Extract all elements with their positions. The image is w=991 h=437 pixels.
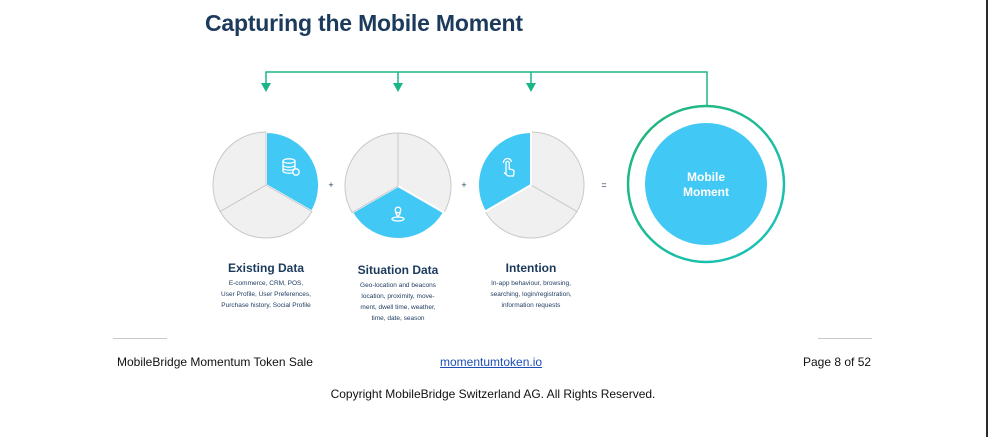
- arrow-down-icon: [526, 83, 536, 92]
- result-label-line1: Mobile: [687, 170, 725, 184]
- operator-equals: =: [601, 180, 606, 190]
- footer-rule-left: [113, 338, 167, 339]
- pie-segment: [344, 132, 399, 214]
- connector-arrows: [261, 83, 536, 92]
- situation-data-description: Geo-location and beacons location, proxi…: [360, 282, 436, 322]
- situation-data-title: Situation Data: [357, 263, 439, 277]
- page-edge: [986, 0, 988, 437]
- intention-title: Intention: [505, 261, 557, 275]
- mobile-moment-diagram: + + = Mobile Moment: [212, 71, 786, 264]
- pie-segment: [212, 131, 267, 213]
- pie-segment: [484, 184, 578, 239]
- footer-rule-right: [818, 338, 872, 339]
- intention-label: Intention In-app behaviour, browsing, se…: [461, 261, 601, 311]
- page-title: Capturing the Mobile Moment: [205, 10, 523, 36]
- database-icon: [282, 158, 300, 176]
- footer-copyright: Copyright MobileBridge Switzerland AG. A…: [330, 387, 656, 401]
- pie-segment: [219, 184, 313, 239]
- footer-website-link[interactable]: momentumtoken.io: [440, 355, 543, 369]
- location-pin-icon: [391, 206, 405, 222]
- footer-page-number: Page 8 of 52: [803, 355, 872, 369]
- pie-segment-highlight: [477, 130, 532, 213]
- pie-existing-data: [212, 130, 320, 239]
- connector-lines: [265, 71, 708, 107]
- existing-data-title: Existing Data: [227, 261, 305, 275]
- intention-description: In-app behaviour, browsing, searching, l…: [490, 280, 572, 309]
- operator-plus: +: [328, 180, 333, 190]
- existing-data-label: Existing Data E-commerce, CRM, POS, User…: [196, 261, 336, 311]
- pie-intention: [477, 130, 585, 239]
- footer-document-title: MobileBridge Momentum Token Sale: [117, 355, 313, 369]
- pie-segment: [530, 131, 585, 213]
- pie-situation-data: [344, 132, 452, 240]
- existing-data-description: E-commerce, CRM, POS, User Profile, User…: [221, 280, 311, 309]
- tap-hand-icon: [502, 157, 515, 177]
- arrow-down-icon: [261, 83, 271, 92]
- result-circle: [645, 123, 767, 245]
- result-outer-ring: [626, 104, 786, 264]
- arrow-down-icon: [393, 83, 403, 92]
- operator-plus: +: [461, 180, 466, 190]
- connector-main-line: [265, 71, 708, 107]
- result-label-line2: Moment: [683, 185, 729, 199]
- situation-data-label: Situation Data Geo-location and beacons …: [328, 263, 468, 324]
